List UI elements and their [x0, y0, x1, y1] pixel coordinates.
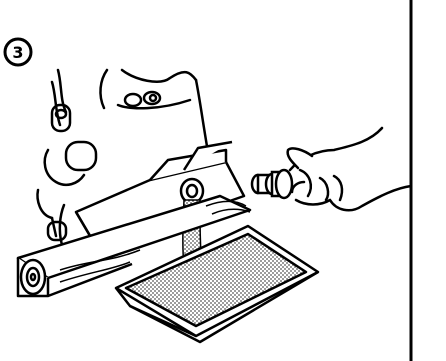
step-number: 3: [12, 43, 23, 62]
hand-icon: [288, 128, 411, 210]
removed-plug-icon: [252, 170, 292, 198]
